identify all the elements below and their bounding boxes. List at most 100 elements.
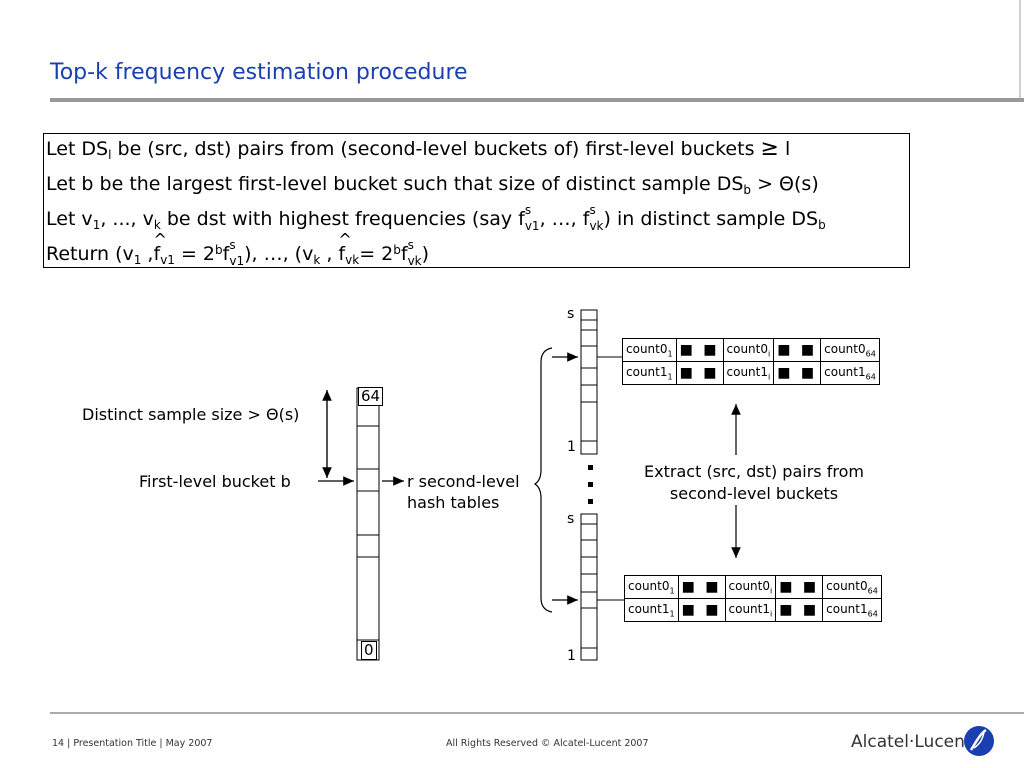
cell-count0-64: count064 [820,338,880,362]
line4-sub-1: 1 [133,253,142,267]
cell-dots: ■ ■ [677,575,726,599]
hat-mark: ^ [338,230,352,249]
hash-top-1-label: 1 [567,439,576,455]
extract-label-2: second-level buckets [669,484,839,503]
cell-dots: ■ ■ [773,338,822,362]
line4-sup-b: b [215,243,223,257]
counter-table-bottom: count01 ■ ■ count0i ■ ■ count064 count11… [624,575,882,622]
slide-title: Top-k frequency estimation procedure [50,60,468,85]
cell-count1-i: count1i [722,361,775,385]
line4-sub-v1: v1 [160,253,175,267]
line3-text-e: ) in distinct sample DS [603,208,819,230]
hat-mark: ^ [153,230,167,249]
line3-sub-k: k [153,218,161,232]
line1-text-a: Let DS [46,138,109,160]
line4-sub-vk: vk [345,253,360,267]
cell-count0-i: count0i [722,338,775,362]
cell-dots: ■ ■ [677,598,726,622]
counter-table-top: count01 ■ ■ count0i ■ ■ count064 count11… [622,338,880,385]
procedure-line-3: Let v1, ..., vk be dst with highest freq… [46,203,826,233]
line3-f-vk: s vk [589,203,604,233]
bucket-top-index: 64 [358,387,384,406]
right-edge-rule [1019,0,1021,98]
extract-label-1: Extract (src, dst) pairs from [644,462,864,481]
sup-s: s [407,238,414,252]
logo-wordmark: Alcatel·Lucent [851,732,972,752]
line4-text-f: = 2 [359,243,394,265]
line3-sub-1: 1 [92,218,101,232]
title-rule [50,98,1024,102]
cell-count1-1: count11 [622,361,677,385]
line4-text-c: = 2 [174,243,216,265]
cell-count1-i: count1i [724,598,777,622]
line4-text-d: ), …, (v [244,243,314,265]
line2-sub: b [743,183,752,197]
line3-text-a: Let v [46,208,93,230]
line2-text-a: Let b be the largest first-level bucket … [46,173,744,195]
hash-bottom-s-label: s [567,511,575,527]
f-hat-vk: ^f [338,230,351,265]
line1-text-b: be (src, dst) pairs from (second-level b… [111,138,761,160]
line3-text-d: , …, f [539,208,590,230]
geq-symbol: ≥ [760,136,779,161]
cell-dots: ■ ■ [775,575,824,599]
line3-sub-b: b [818,218,826,232]
f-letter: f [400,243,408,265]
procedure-line-1: Let DSl be (src, dst) pairs from (second… [46,136,791,162]
line3-text-b: , ..., v [100,208,154,230]
cell-dots: ■ ■ [675,361,724,385]
f-letter: f [153,243,161,265]
cell-count1-64: count164 [822,598,882,622]
line4-text-b: , [141,243,154,265]
sub-vk: vk [407,254,422,268]
footer-left: 14 | Presentation Title | May 2007 [52,738,213,749]
line4-text-g: ) [421,243,430,265]
bucket-bottom-index: 0 [361,641,377,660]
f-hat-v1: ^f [153,230,166,265]
sub-v1: v1 [229,254,245,268]
line1-text-c: l [778,138,791,160]
alcatel-lucent-logo-icon [964,726,994,756]
sup-s: s [524,203,532,217]
curly-brace [533,347,553,613]
line2-text-b: > Θ(s) [751,173,819,195]
second-level-label-1: r second-level [407,472,520,491]
cell-dots: ■ ■ [775,598,824,622]
sub-v1: v1 [524,219,540,233]
line3-text-c: be dst with highest frequencies (say f [160,208,525,230]
vertical-ellipsis [588,465,593,504]
line1-sub: l [108,148,112,162]
f-letter: f [338,243,346,265]
cell-count1-64: count164 [820,361,880,385]
cell-count0-1: count01 [624,575,679,599]
cell-count0-1: count01 [622,338,677,362]
hash-bottom-1-label: 1 [567,648,576,664]
second-level-label-2: hash tables [407,493,500,512]
cell-count1-1: count11 [624,598,679,622]
sup-s: s [229,238,236,252]
line4-text-a: Return (v [46,243,134,265]
procedure-line-2: Let b be the largest first-level bucket … [46,173,819,197]
first-level-bucket-label: First-level bucket b [139,472,291,491]
cell-dots: ■ ■ [675,338,724,362]
f-letter: f [222,243,230,265]
sub-vk: vk [589,219,604,233]
hash-table-bottom [580,513,598,661]
footer-center: All Rights Reserved © Alcatel-Lucent 200… [446,738,649,749]
hash-top-s-label: s [567,306,575,322]
distinct-sample-label: Distinct sample size > Θ(s) [82,405,300,424]
line3-f-v1: s v1 [524,203,540,233]
procedure-box: Let DSl be (src, dst) pairs from (second… [43,133,910,268]
sup-s: s [589,203,596,217]
cell-dots: ■ ■ [773,361,822,385]
footer-rule [50,712,1024,714]
first-level-bucket-column [356,387,380,661]
line4-sub-k: k [313,253,321,267]
cell-count0-i: count0i [724,575,777,599]
line4-fs-vk: s vk [407,238,422,268]
cell-count0-64: count064 [822,575,882,599]
hash-table-top [580,309,598,455]
line4-text-e: , [320,243,339,265]
